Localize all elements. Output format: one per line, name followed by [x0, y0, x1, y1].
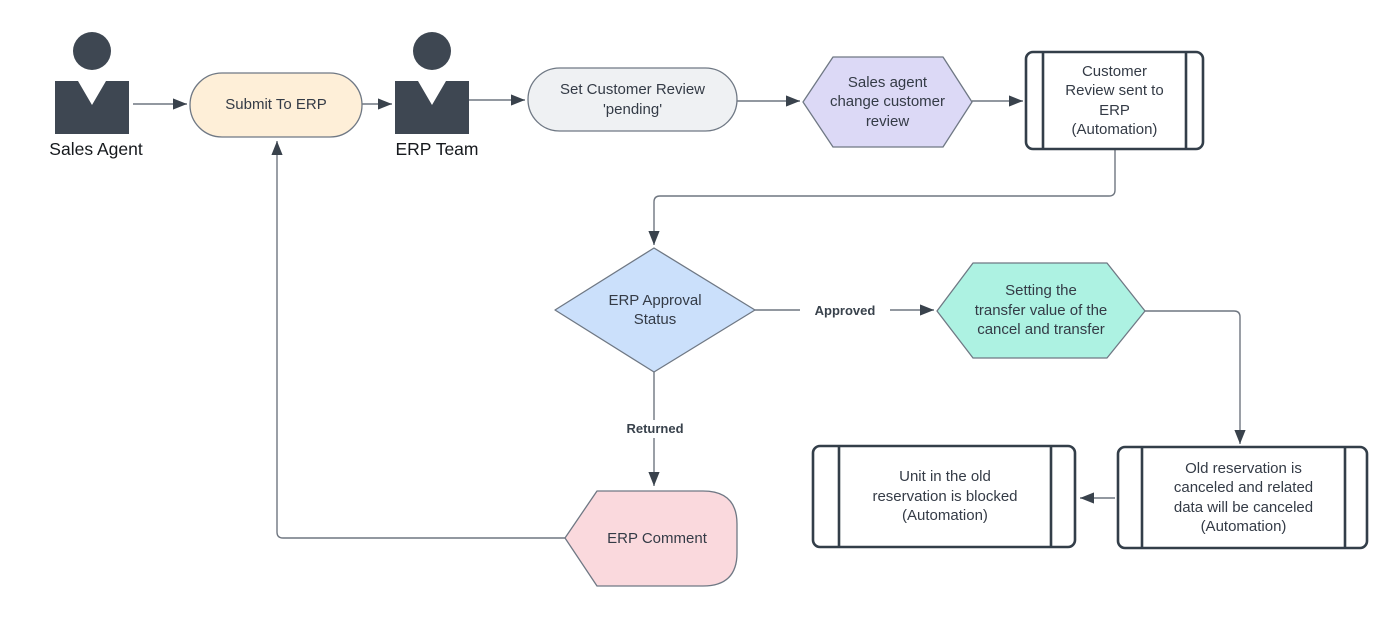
node-sales-agent-change-customer-review — [802, 56, 973, 148]
predefined-process-frame — [811, 444, 1077, 549]
erp-team-body-icon — [395, 81, 469, 134]
predefined-process-frame — [1024, 50, 1205, 151]
node-erp-approval-status — [554, 247, 756, 373]
erp-team-head-icon — [413, 32, 451, 70]
edge-label-approved: Approved — [800, 302, 890, 320]
erp-team-label: ERP Team — [395, 138, 479, 159]
node-unit-blocked — [811, 444, 1077, 549]
edge-comment-to-submit — [271, 141, 565, 539]
predefined-process-frame — [1116, 445, 1369, 550]
sales-agent-head-icon — [73, 32, 111, 70]
node-submit-to-erp — [189, 72, 363, 138]
edge-review-sent-to-approval — [648, 149, 1116, 245]
sales-agent-icon — [55, 32, 129, 134]
node-set-customer-review-pending — [527, 67, 738, 132]
sales-agent-body-icon — [55, 81, 129, 134]
erp-team-icon — [395, 32, 469, 134]
edge-label-returned: Returned — [610, 420, 700, 438]
node-setting-transfer-value — [936, 262, 1146, 359]
sales-agent-label: Sales Agent — [49, 138, 143, 159]
node-customer-review-sent-to-erp — [1024, 50, 1205, 151]
node-erp-comment — [564, 490, 738, 587]
node-old-reservation-canceled — [1116, 445, 1369, 550]
edge-setting-to-old-reservation — [1145, 310, 1246, 444]
